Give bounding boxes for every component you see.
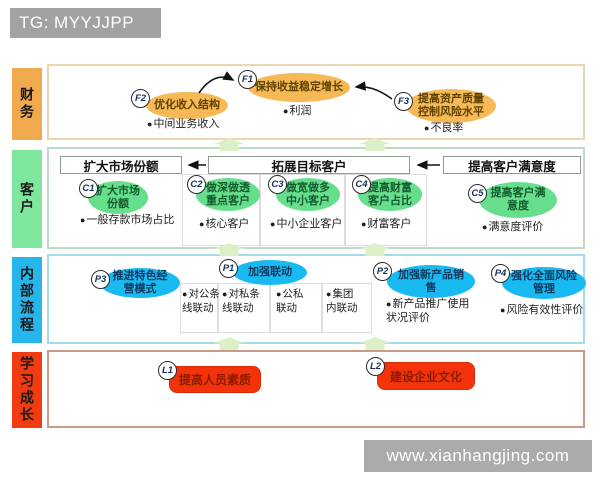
node-c4-badge: C4 — [352, 175, 371, 194]
node-l2-badge: L2 — [366, 357, 385, 376]
node-c1: 扩大市场 份额 — [88, 181, 148, 214]
node-c1-badge: C1 — [79, 179, 98, 198]
node-f2: 优化收入结构 — [146, 92, 228, 119]
customer-cell — [260, 174, 345, 246]
up-arrow — [359, 337, 391, 350]
node-p2-badge: P2 — [373, 262, 392, 281]
node-f1-badge: F1 — [238, 70, 257, 89]
node-p4: 强化全面风险 管理 — [502, 267, 586, 299]
customer-cell — [182, 174, 260, 246]
node-f2-badge: F2 — [131, 89, 150, 108]
node-c3-badge: C3 — [268, 175, 287, 194]
node-p2: 加强新产品销 售 — [387, 265, 475, 298]
node-c2-badge: C2 — [187, 175, 206, 194]
node-f3-badge: F3 — [394, 92, 413, 111]
node-c4-measure: 财富客户 — [361, 217, 411, 231]
node-f3: 提高资产质量 控制风险水平 — [406, 89, 496, 123]
watermark-top: TG: MYYJJPP — [10, 8, 161, 38]
customer-header-satisfaction: 提高客户满意度 — [443, 156, 581, 174]
node-f1-measure: 利润 — [283, 104, 311, 118]
node-p1-badge: P1 — [219, 259, 238, 278]
up-arrow — [213, 243, 245, 256]
perspective-label-process: 内部流程 — [12, 257, 42, 343]
node-p1-measure-3: 公私 联动 — [276, 287, 303, 315]
node-p4-badge: P4 — [491, 264, 510, 283]
customer-cell — [345, 174, 427, 246]
node-p4-measure: 风险有效性评价 — [500, 303, 583, 317]
customer-header-target-customers: 拓展目标客户 — [208, 156, 410, 174]
node-c5-badge: C5 — [468, 184, 487, 203]
perspective-label-customer: 客户 — [12, 150, 42, 248]
up-arrow — [213, 138, 245, 151]
node-p1: 加强联动 — [233, 260, 307, 285]
node-c2-measure: 核心客户 — [199, 217, 249, 231]
node-f2-measure: 中间业务收入 — [147, 117, 219, 131]
node-p3: 推进特色经 营模式 — [100, 268, 180, 298]
up-arrow — [359, 243, 391, 256]
node-p2-measure: 新产品推广使用 状况评价 — [386, 297, 469, 325]
process-cell — [322, 283, 372, 333]
node-c5-measure: 满意度评价 — [482, 220, 543, 234]
node-c2: 做深做透 重点客户 — [196, 178, 260, 211]
perspective-label-learning: 学习成长 — [12, 352, 42, 428]
node-p1-measure-4: 集团 内联动 — [326, 287, 358, 315]
node-c1-measure: 一般存款市场占比 — [80, 213, 174, 227]
node-p1-measure-1: 对公条 线联动 — [182, 287, 220, 315]
customer-header-expand-market: 扩大市场份额 — [60, 156, 182, 174]
node-f3-measure: 不良率 — [424, 121, 463, 135]
node-l1-badge: L1 — [158, 361, 177, 380]
node-f1: 保持收益稳定增长 — [248, 73, 350, 102]
watermark-bottom: www.xianhangjing.com — [364, 440, 592, 472]
node-c3-measure: 中小企业客户 — [270, 217, 342, 231]
node-l1: 提高人员素质 — [169, 366, 261, 393]
learning-box — [47, 350, 585, 428]
node-p1-measure-2: 对私条 线联动 — [222, 287, 260, 315]
node-l2: 建设企业文化 — [377, 362, 475, 390]
node-c5: 提高客户满 意度 — [479, 182, 557, 218]
perspective-label-finance: 财务 — [12, 68, 42, 140]
process-cell — [270, 283, 322, 333]
up-arrow — [359, 138, 391, 151]
up-arrow — [213, 337, 245, 350]
node-p3-badge: P3 — [91, 270, 110, 289]
